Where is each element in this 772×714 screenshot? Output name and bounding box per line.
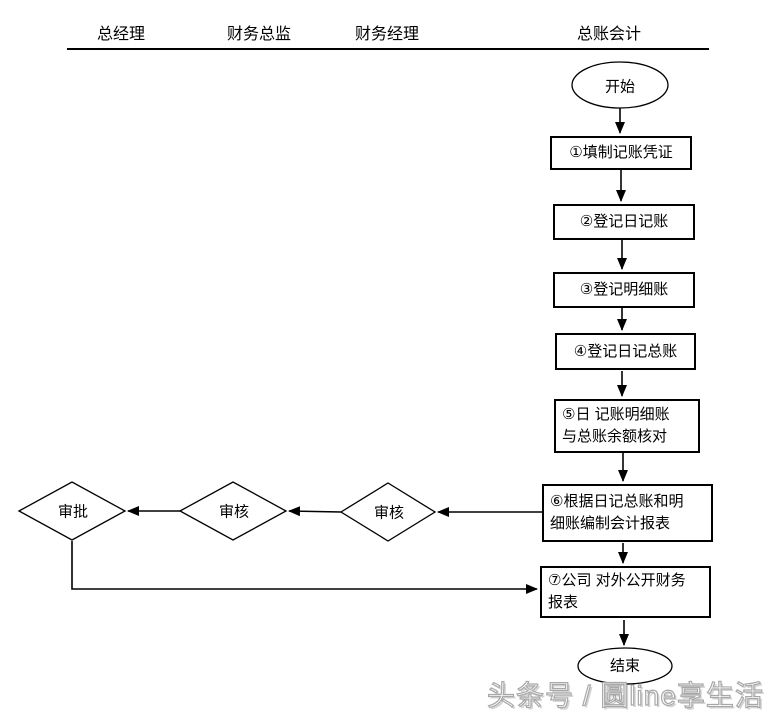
process-step-6: ⑥根据日记总账和明 细账编制会计报表 — [542, 484, 713, 542]
process-step-3: ③登记明细账 — [553, 272, 695, 308]
process-step-1: ①填制记账凭证 — [550, 136, 692, 170]
decision-review-finance-director-label: 审核 — [218, 503, 250, 521]
decision-review-finance-director-shape — [178, 481, 288, 541]
lane-label-general-manager: 总经理 — [96, 26, 146, 43]
header-divider-line — [67, 48, 709, 50]
decision-review-finance-manager-label: 审核 — [373, 504, 405, 522]
watermark-text: 头条号 / 圆line享生活 — [486, 679, 764, 711]
process-step-4: ④登记日记总账 — [555, 333, 696, 370]
decision-approve-general-manager-label: 审批 — [57, 503, 89, 521]
decision-review-finance-manager-shape — [339, 482, 437, 542]
arrow-approve-to-step7 — [71, 541, 538, 594]
start-terminator-label: 开始 — [604, 78, 636, 96]
lane-label-general-ledger-accountant: 总账会计 — [576, 26, 642, 43]
end-terminator-shape — [577, 647, 673, 685]
process-step-5: ⑤日 记账明细账 与总账余额核对 — [554, 399, 700, 453]
lane-label-finance-director: 财务总监 — [226, 26, 292, 43]
process-step-2: ②登记日记账 — [553, 204, 695, 240]
lane-label-finance-manager: 财务经理 — [354, 26, 420, 43]
end-terminator-label: 结束 — [609, 657, 641, 675]
decision-approve-general-manager-shape — [17, 481, 127, 541]
arrow-review1-to-review2 — [288, 506, 342, 517]
process-step-7: ⑦公司 对外公开财务 报表 — [540, 566, 711, 618]
